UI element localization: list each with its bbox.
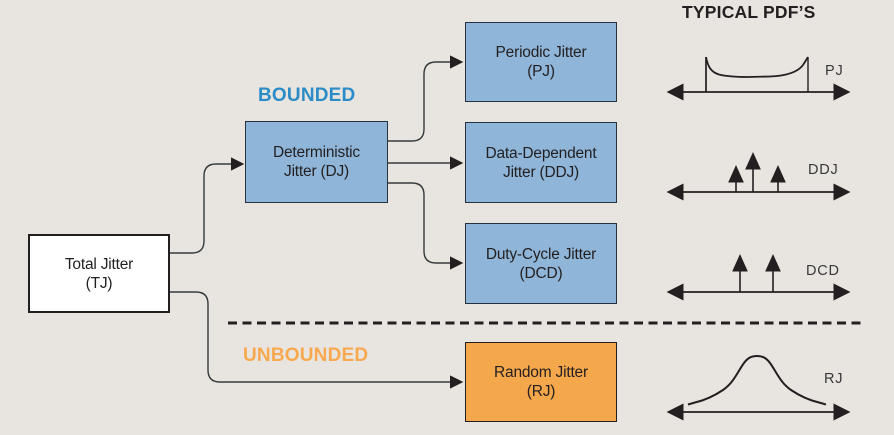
node-random-jitter-line1: Random Jitter xyxy=(494,364,588,381)
node-data-dependent-jitter-line1: Data-Dependent xyxy=(485,144,597,162)
pdf-sketch-ddj xyxy=(666,152,851,201)
node-total-jitter: Total Jitter (TJ) xyxy=(28,234,170,313)
pdf-label-pj: PJ xyxy=(825,63,844,79)
connector-dj-pj xyxy=(388,55,464,142)
pdf-sketch-dcd xyxy=(666,254,851,301)
connector-dj-dcd xyxy=(388,182,464,270)
node-duty-cycle-jitter-line1: Duty-Cycle Jitter xyxy=(485,245,597,263)
typical-pdfs-title: TYPICAL PDF’S xyxy=(682,2,816,22)
node-periodic-jitter-line2: (PJ) xyxy=(527,63,555,80)
label-unbounded: UNBOUNDED xyxy=(243,345,369,366)
node-total-jitter-line1: Total Jitter xyxy=(64,255,134,273)
pdf-sketch-pj xyxy=(666,56,851,101)
pdf-label-rj: RJ xyxy=(824,371,844,387)
node-deterministic-jitter: Deterministic Jitter (DJ) xyxy=(245,121,388,203)
connector-tj-dj xyxy=(170,157,245,254)
node-random-jitter: Random Jitter (RJ) xyxy=(465,342,617,422)
node-total-jitter-line2: (TJ) xyxy=(85,274,113,292)
node-deterministic-jitter-line1: Deterministic xyxy=(273,144,360,161)
pdf-sketch-rj xyxy=(666,354,851,421)
node-data-dependent-jitter-line2: Jitter (DDJ) xyxy=(503,163,579,181)
connector-tj-rj xyxy=(170,291,464,389)
node-periodic-jitter: Periodic Jitter (PJ) xyxy=(465,22,617,102)
node-deterministic-jitter-line2: Jitter (DJ) xyxy=(284,163,349,180)
node-duty-cycle-jitter: Duty-Cycle Jitter (DCD) xyxy=(465,223,617,304)
node-data-dependent-jitter: Data-Dependent Jitter (DDJ) xyxy=(465,122,617,203)
node-duty-cycle-jitter-line2: (DCD) xyxy=(519,264,563,282)
node-random-jitter-line2: (RJ) xyxy=(526,383,556,400)
pdf-label-dcd: DCD xyxy=(806,263,840,279)
node-periodic-jitter-line1: Periodic Jitter xyxy=(495,44,587,61)
label-bounded: BOUNDED xyxy=(258,85,356,106)
pdf-label-ddj: DDJ xyxy=(808,162,839,178)
